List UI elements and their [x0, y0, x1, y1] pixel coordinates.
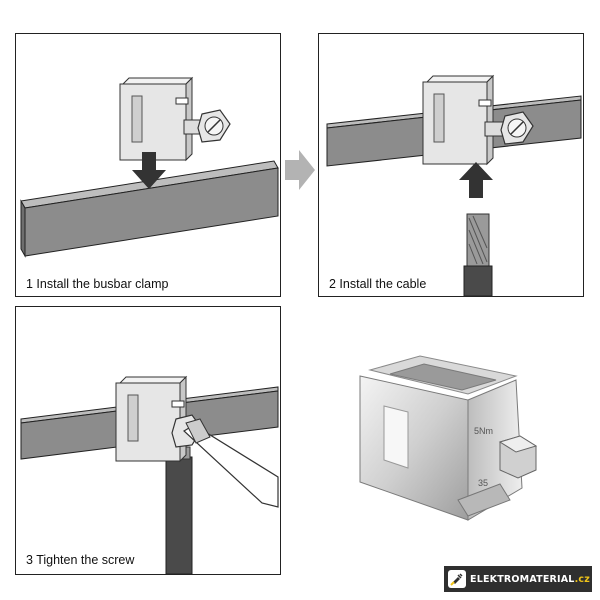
clamp-front-face	[359, 375, 469, 521]
logo-tld: .cz	[574, 573, 590, 585]
step-1-caption: 1 Install the busbar clamp	[26, 277, 169, 291]
clamp-slot	[127, 394, 139, 442]
clamp-top-opening	[389, 363, 497, 391]
clamp-side	[185, 76, 193, 162]
cable-insulation	[165, 456, 193, 574]
clamp-tab	[478, 99, 492, 107]
logo-name: ELEKTROMATERIAL	[470, 573, 575, 585]
screw-slot	[207, 119, 221, 133]
busbar-front-face	[24, 167, 279, 257]
torque-marking: 5Nm	[474, 426, 493, 436]
clamp-top	[121, 77, 194, 85]
clamp-slot	[131, 95, 143, 143]
clamp-body	[422, 81, 488, 165]
clamp-tab	[171, 400, 185, 408]
step-2-panel: 2 Install the cable	[318, 33, 584, 297]
busbar-end-face	[20, 199, 26, 258]
step-2-caption: 2 Install the cable	[329, 277, 427, 291]
size-marking: 35	[478, 478, 488, 488]
elektromaterial-logo: ELEKTROMATERIAL.cz	[444, 566, 592, 592]
step-3-panel: 3 Tighten the screw	[15, 306, 281, 575]
clamp-tab	[175, 97, 189, 105]
clamp-slot	[433, 93, 445, 143]
clamp-clip	[457, 483, 511, 517]
cable-install-illustration	[326, 74, 582, 296]
clamp-side	[486, 74, 494, 166]
clamp-body	[119, 83, 187, 161]
clamp-window	[383, 405, 409, 469]
tighten-screw-illustration	[20, 375, 279, 574]
step-1-panel: 1 Install the busbar clamp	[15, 33, 281, 297]
screw-slot	[510, 121, 524, 135]
screwdriver-tip	[185, 418, 211, 444]
plug-logo-icon	[448, 570, 466, 588]
right-arrow-icon	[285, 150, 315, 190]
clamp-body	[115, 382, 181, 462]
busbar-clamp-product-photo: 5Nm 35	[359, 355, 538, 521]
up-arrow-icon	[459, 162, 493, 198]
clamp-top	[118, 376, 188, 384]
step-3-caption: 3 Tighten the screw	[26, 553, 135, 567]
cable-insulation	[463, 265, 493, 296]
down-arrow-icon	[132, 152, 166, 189]
busbar-clamp-install-illustration	[20, 76, 279, 258]
logo-text: ELEKTROMATERIAL.cz	[470, 574, 590, 585]
clamp-side-face	[467, 379, 523, 521]
clamp-top	[425, 75, 495, 83]
